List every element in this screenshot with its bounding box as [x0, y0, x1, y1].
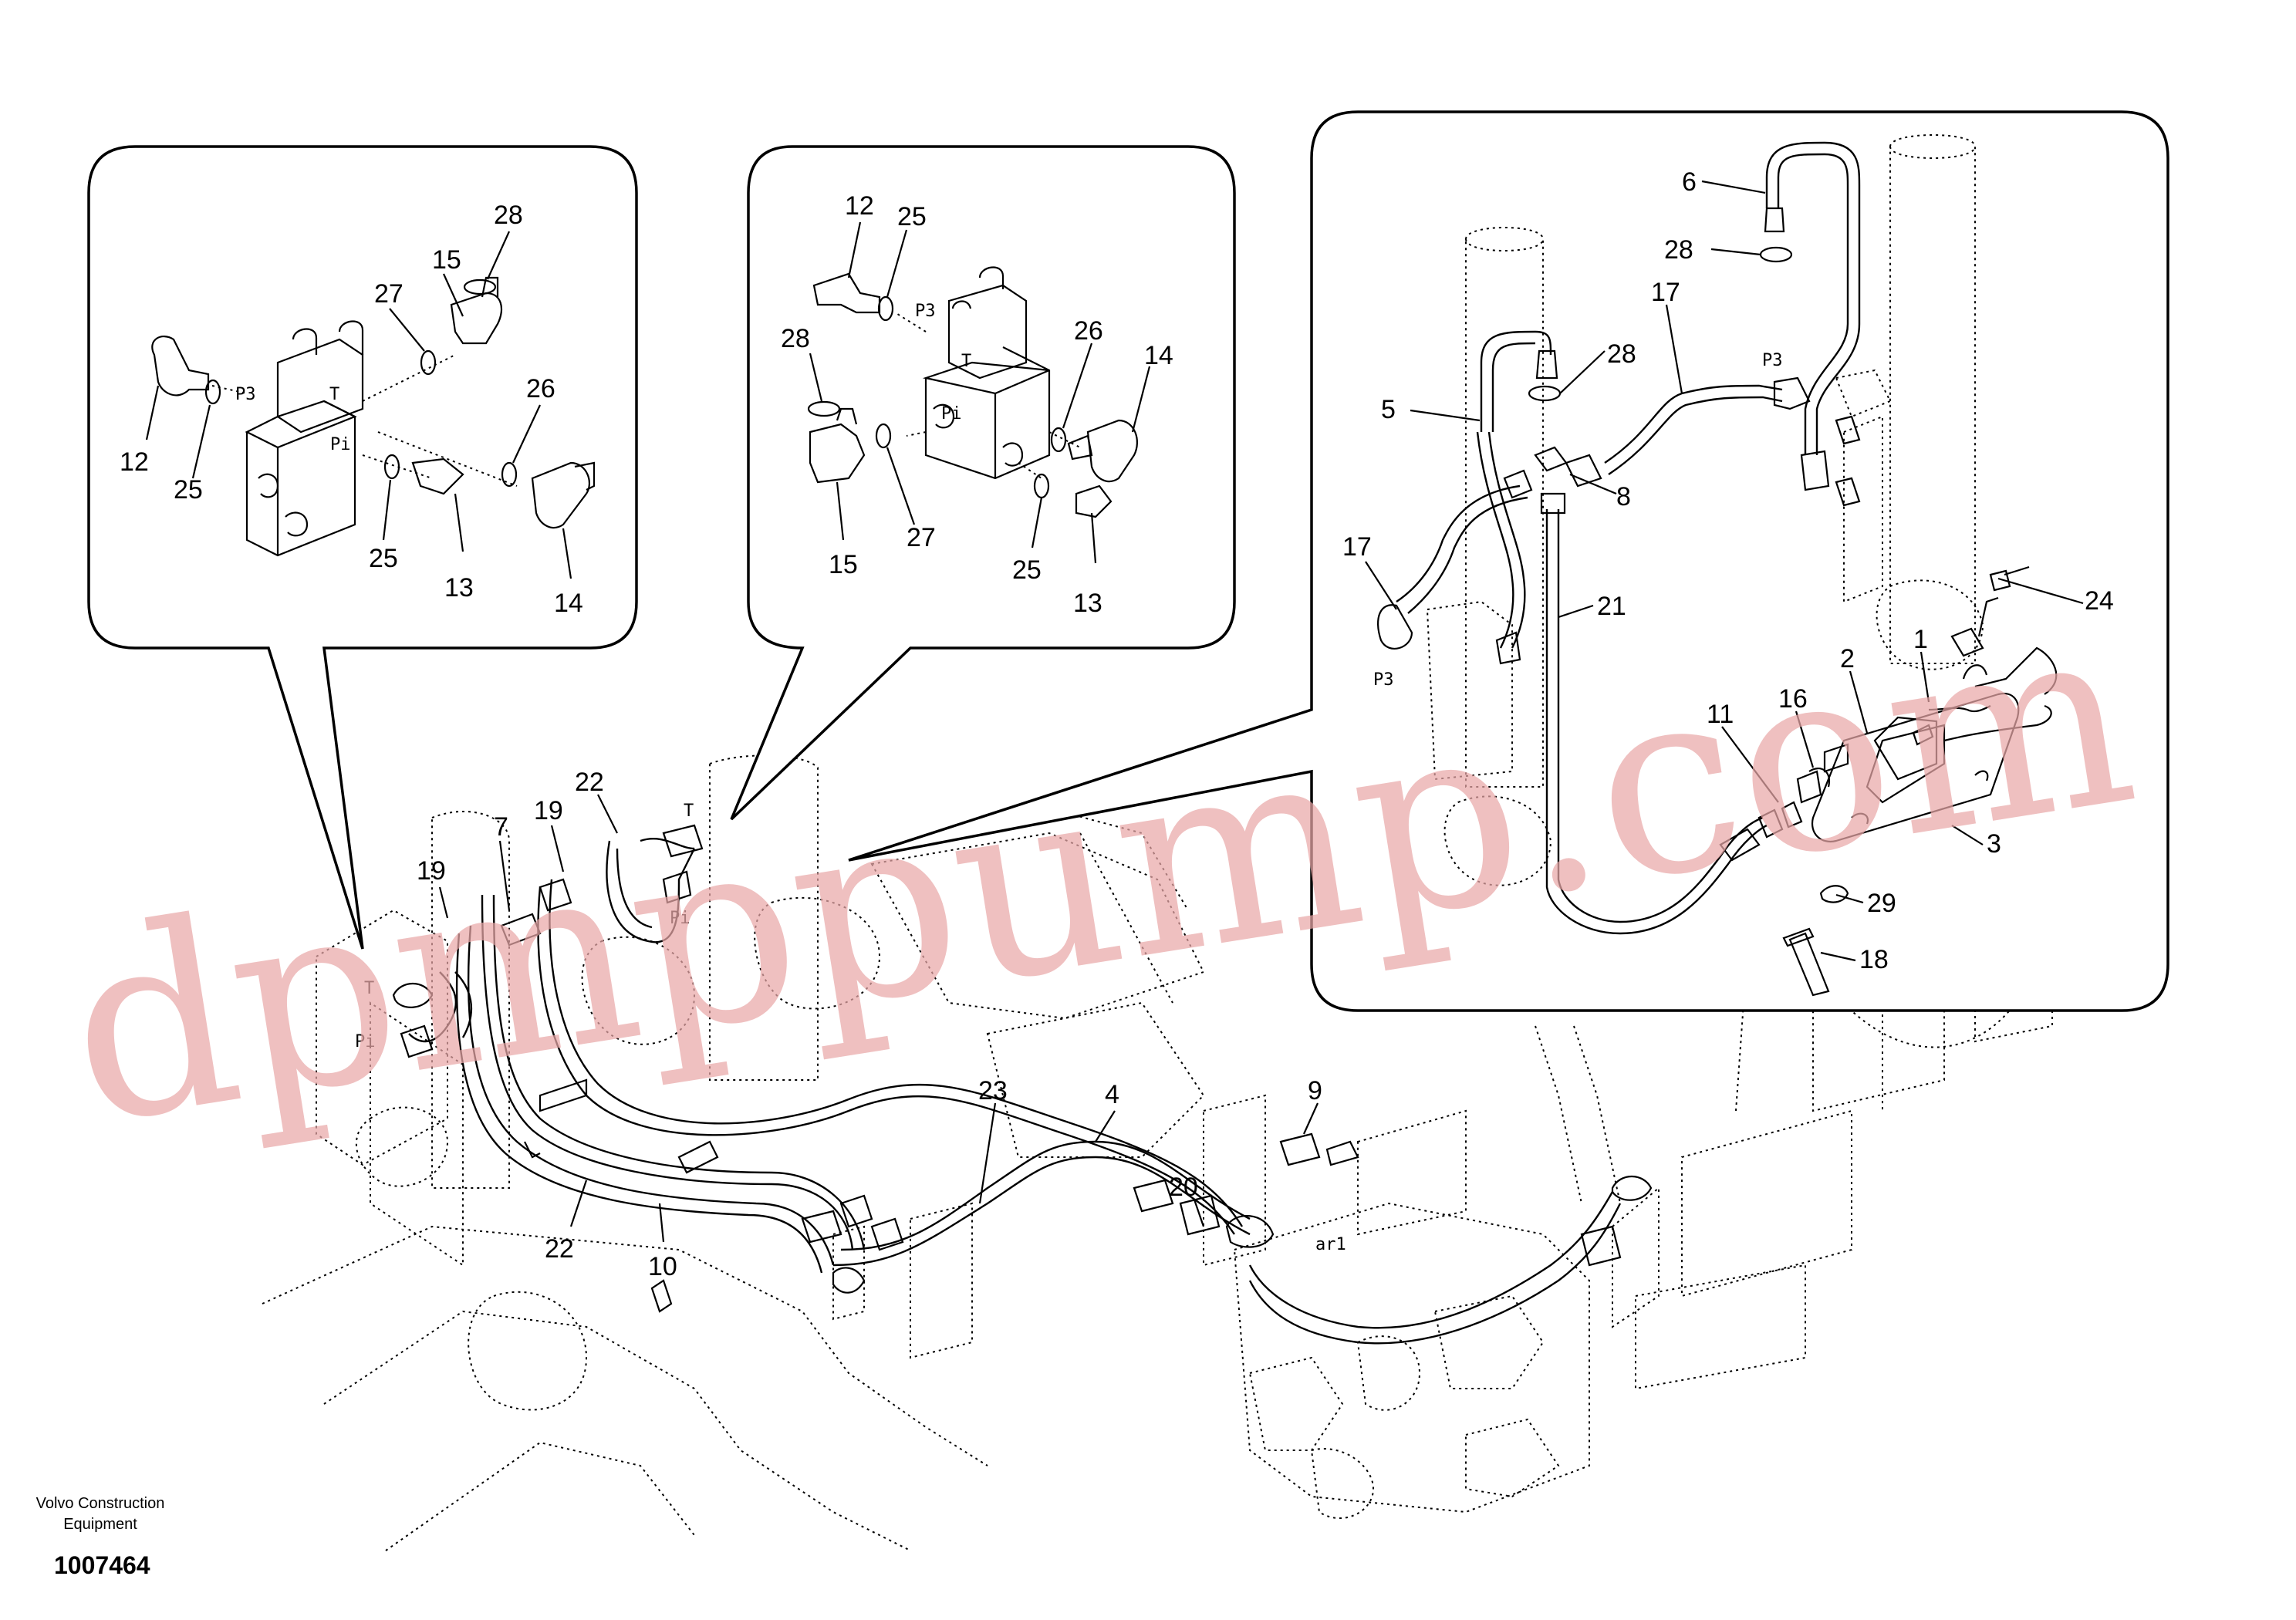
callout-15: 15	[829, 550, 858, 579]
callout-17: 17	[1651, 278, 1680, 307]
brand-line-1: Volvo Construction	[36, 1495, 165, 1512]
callout-8: 8	[1616, 482, 1631, 511]
footer-brand: Volvo Construction Equipment 1007464	[36, 1495, 165, 1579]
callout-17: 17	[1342, 532, 1372, 562]
callout-6: 6	[1682, 167, 1697, 197]
callout-26: 26	[526, 374, 555, 403]
callout-25: 25	[897, 202, 927, 231]
machine-outline	[262, 754, 2053, 1551]
callout-10: 10	[648, 1252, 677, 1281]
callout-9: 9	[1308, 1076, 1322, 1105]
callout-26: 26	[1074, 316, 1103, 346]
callout-29: 29	[1867, 889, 1896, 918]
main-port-labels: T Pi T Pi ar1	[355, 802, 1346, 1254]
callout-27: 27	[374, 279, 403, 309]
callout-19: 19	[534, 796, 563, 825]
port-label-t: T	[329, 385, 339, 404]
callout-13: 13	[1073, 589, 1102, 618]
detail-box-left: P3 T Pi 28 15 27 12 25 26 25 13 14	[87, 145, 638, 950]
callout-25: 25	[174, 475, 203, 505]
callout-16: 16	[1778, 684, 1808, 714]
callout-7: 7	[494, 812, 508, 842]
callout-25: 25	[369, 544, 398, 573]
callout-27: 27	[907, 523, 936, 552]
callout-12: 12	[845, 191, 874, 221]
callout-28: 28	[1607, 339, 1636, 369]
callout-14: 14	[1144, 341, 1173, 370]
port-label-t: T	[364, 979, 374, 998]
main-leaders	[438, 794, 1319, 1243]
callout-12: 12	[120, 447, 149, 477]
main-callouts: 22 7 19 19 23 4 9 20 22 10	[417, 768, 1322, 1281]
drawing-number: 1007464	[54, 1551, 150, 1579]
callout-28: 28	[1664, 235, 1693, 265]
port-label-pi: Pi	[670, 909, 690, 928]
port-label-t: T	[684, 802, 694, 821]
callout-11: 11	[1707, 700, 1734, 729]
port-label-pi: Pi	[330, 435, 351, 454]
callout-24: 24	[2085, 586, 2114, 616]
main-hoses	[392, 824, 1653, 1345]
detail-box-right: P3 P3	[848, 110, 2169, 1012]
callout-25: 25	[1012, 555, 1042, 585]
brand-line-2: Equipment	[63, 1516, 137, 1533]
port-label-t: T	[961, 352, 971, 371]
callout-22: 22	[575, 768, 604, 797]
callout-22: 22	[545, 1234, 574, 1264]
callout-5: 5	[1381, 395, 1396, 424]
port-label-pi: Pi	[941, 404, 962, 424]
callout-4: 4	[1105, 1080, 1119, 1109]
callout-3: 3	[1987, 829, 2001, 859]
callout-2: 2	[1840, 644, 1855, 673]
watermark-text: dpmppump.com	[50, 564, 2151, 1182]
port-label-pi: Pi	[355, 1032, 376, 1051]
callout-1: 1	[1913, 625, 1928, 654]
callout-21: 21	[1597, 592, 1626, 621]
callout-14: 14	[554, 589, 583, 618]
callout-15: 15	[432, 245, 461, 275]
callout-19: 19	[417, 856, 446, 886]
callout-18: 18	[1859, 945, 1889, 974]
callout-28: 28	[494, 201, 523, 230]
detail-box-middle: P3 T Pi 12 25 28 26 14 15 27 25 13	[730, 145, 1236, 821]
port-label-p3: P3	[915, 302, 936, 321]
callout-23: 23	[978, 1076, 1008, 1105]
callout-20: 20	[1169, 1173, 1198, 1202]
port-label-ar1: ar1	[1315, 1235, 1346, 1254]
callout-28: 28	[781, 324, 810, 353]
callout-13: 13	[444, 573, 474, 602]
port-label-p3: P3	[1373, 670, 1394, 690]
port-label-p3: P3	[1762, 351, 1783, 370]
port-label-p3: P3	[235, 385, 256, 404]
